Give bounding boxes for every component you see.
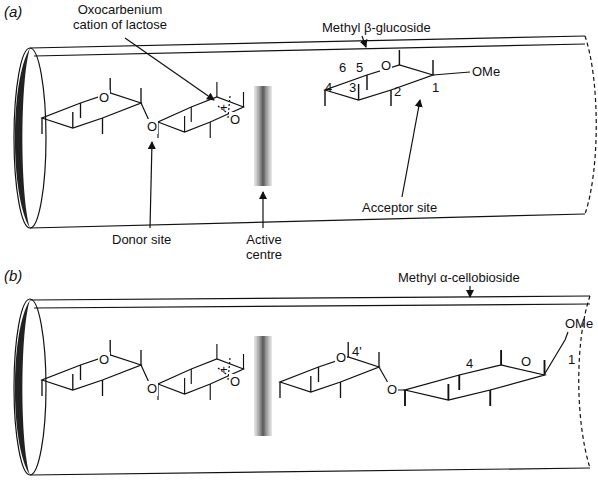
ring-oxygen: O: [98, 90, 110, 105]
atom-number: 4: [466, 356, 473, 371]
callout-label: Methyl α-cellobioside: [398, 270, 520, 285]
ring-oxygen: O: [335, 350, 347, 365]
group-label: OMe: [565, 316, 593, 331]
atom-number: 4: [325, 80, 332, 95]
atom-number: 2: [394, 84, 401, 99]
ring-oxygen: O: [520, 354, 532, 369]
callout-label: Methyl β-glucoside: [322, 20, 431, 35]
charge-sign: +: [220, 100, 228, 115]
atom-number: 6: [339, 60, 346, 75]
glycosidic-oxygen: O: [386, 382, 398, 397]
charge-sign: +: [220, 362, 228, 377]
atom-number: 5: [356, 60, 363, 75]
ring-oxygen: O: [380, 58, 392, 73]
atom-number: 4': [352, 344, 362, 359]
glycosidic-oxygen: O: [146, 381, 158, 396]
atom-number: 3: [349, 80, 356, 95]
ring-oxygen: O: [98, 352, 110, 367]
glycosidic-oxygen: O: [146, 119, 158, 134]
callout-label: Acceptor site: [362, 200, 437, 215]
atom-number: 1: [432, 80, 439, 95]
atom-number: 1: [568, 352, 575, 367]
panel-letter: (a): [4, 4, 22, 19]
callout-label: Donor site: [112, 232, 171, 247]
callout-label: Oxocarbenium cation of lactose: [60, 2, 180, 32]
group-label: OMe: [472, 64, 500, 79]
ring-oxygen: O: [229, 374, 241, 389]
ring-oxygen: O: [229, 112, 241, 127]
callout-label: Active centre: [236, 232, 292, 262]
panel-letter: (b): [4, 268, 22, 283]
